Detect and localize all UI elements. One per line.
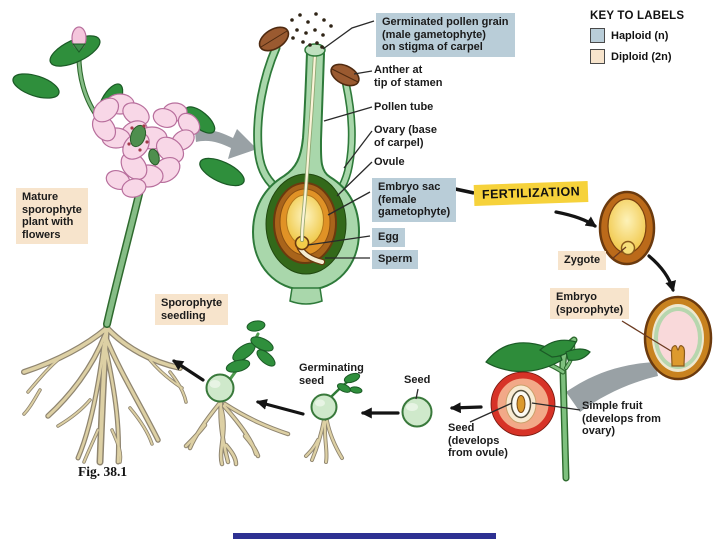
label-germinated-pollen-grain: Germinated pollen grain (male gametophyt…: [376, 13, 515, 57]
flower-to-carpel-arrow: [195, 129, 257, 159]
label-germinating-seed: Germinating seed: [299, 362, 364, 387]
label-embryo-sac: Embryo sac (female gametophyte): [372, 178, 457, 222]
label-egg: Egg: [372, 228, 405, 247]
plant-leaves: [12, 35, 245, 187]
embryo-shape: [670, 345, 686, 367]
haploid-label: Haploid (n): [611, 29, 669, 42]
label-sperm: Sperm: [372, 250, 419, 269]
simple-fruit-section: [490, 371, 556, 437]
cycle-arrows: [172, 210, 676, 419]
mature-plant-illustration: [12, 26, 245, 466]
diploid-label: Diploid (2n): [611, 50, 672, 63]
label-mature-sporophyte: Mature sporophyte plant with flowers: [16, 188, 88, 244]
stigma: [304, 41, 326, 57]
carpel-cross-section: [251, 12, 361, 305]
label-sporophyte-seedling: Sporophyte seedling: [155, 294, 229, 325]
fruit-leaves: [485, 339, 591, 373]
label-embryo: Embryo (sporophyte): [550, 288, 630, 319]
haploid-swatch: [590, 28, 605, 43]
flower-bud: [71, 26, 87, 53]
key-row-diploid: Diploid (2n): [590, 49, 684, 64]
figure-caption: Fig. 38.1: [78, 464, 128, 479]
slide-footer-bar: [233, 533, 496, 539]
label-ovule: Ovule: [374, 156, 405, 168]
label-pollen-tube: Pollen tube: [374, 101, 434, 113]
key-to-labels: KEY TO LABELS Haploid (n) Diploid (2n): [590, 10, 684, 70]
label-zygote: Zygote: [558, 251, 607, 270]
flower-centers: [127, 124, 160, 166]
label-ovary: Ovary (base of carpel): [374, 124, 437, 149]
key-title: KEY TO LABELS: [590, 10, 685, 22]
fruit-plant: [485, 336, 591, 482]
label-pointer-lines: [307, 20, 672, 423]
plant-roots: [21, 318, 188, 466]
anthers: [258, 26, 360, 87]
key-row-haploid: Haploid (n): [590, 28, 684, 43]
ovule-to-fruit-swoosh: [566, 362, 658, 412]
germinating-seed-illustration: [304, 372, 363, 464]
embryo-ovule: [643, 295, 713, 381]
label-anther: Anther at tip of stamen: [374, 64, 443, 89]
seedling-illustration: [183, 320, 291, 467]
zygote-cell: [620, 240, 636, 256]
label-seed-from-ovule: Seed (develops from ovule): [448, 422, 508, 459]
flowers: [91, 93, 201, 198]
label-simple-fruit: Simple fruit (develops from ovary): [582, 400, 661, 437]
diploid-swatch: [590, 49, 605, 64]
seed-illustration: [401, 396, 433, 428]
pollen-tube-path: [300, 52, 317, 242]
zygote-ovule: [598, 190, 656, 266]
pollen-grains: [290, 12, 333, 44]
carpel-base: [289, 287, 323, 305]
label-seed: Seed: [404, 374, 431, 386]
label-fertilization: FERTILIZATION: [473, 181, 589, 206]
